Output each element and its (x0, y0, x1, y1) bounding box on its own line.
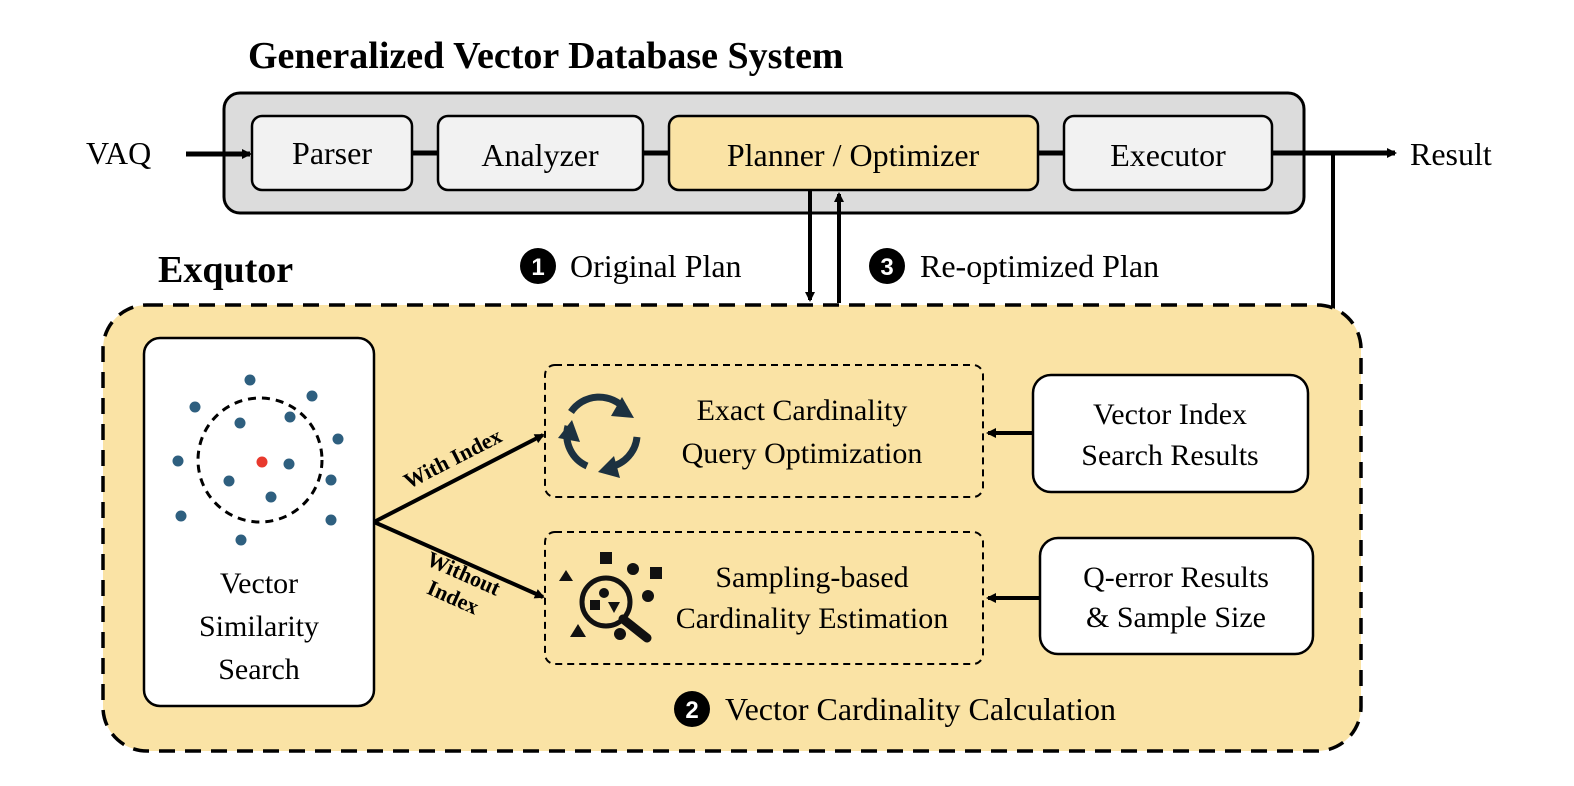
step3-text: Re-optimized Plan (920, 248, 1159, 284)
analyzer-box: Analyzer (436, 114, 645, 192)
output-label: Result (1410, 136, 1492, 172)
executor-box: Executor (1062, 114, 1274, 192)
sampling-card-line1: Sampling-based (715, 561, 908, 594)
analyzer-label: Analyzer (481, 137, 599, 173)
with-index-arrow (373, 433, 545, 524)
without-index-arrow (373, 520, 545, 599)
similarity-line2: Similarity (199, 610, 319, 643)
sampling-card-line2: Cardinality Estimation (676, 602, 948, 635)
step3-number: 3 (880, 254, 893, 281)
sampling-magnifier-icon (559, 552, 662, 643)
parser-label: Parser (292, 135, 372, 171)
sampling-cardinality-box: Sampling-based Cardinality Estimation (544, 531, 984, 665)
diagram-title: Generalized Vector Database System (248, 35, 844, 77)
planner-box: Planner / Optimizer (667, 114, 1040, 192)
qerror-results-line1: Q-error Results (1083, 561, 1269, 594)
exqutor-title: Exqutor (158, 249, 293, 291)
qerror-results-line2: & Sample Size (1086, 601, 1266, 634)
step1-number: 1 (531, 254, 544, 281)
step1-text: Original Plan (570, 248, 742, 284)
step2-label: 2 Vector Cardinality Calculation (674, 691, 1116, 727)
parser-box: Parser (250, 114, 414, 192)
similarity-search-card: Vector Similarity Search (142, 336, 376, 708)
qerror-results-card: Q-error Results & Sample Size (1038, 536, 1315, 656)
similarity-line3: Search (218, 653, 300, 686)
step2-number: 2 (685, 697, 698, 724)
executor-label: Executor (1110, 137, 1226, 173)
step3-label: 3 Re-optimized Plan (869, 248, 1159, 284)
exact-card-line2: Query Optimization (682, 437, 923, 470)
query-point (256, 456, 268, 468)
exact-cardinality-box: Exact Cardinality Query Optimization (544, 364, 984, 498)
vector-points (172, 374, 344, 546)
similarity-line1: Vector (220, 567, 298, 600)
step2-text: Vector Cardinality Calculation (725, 691, 1116, 727)
index-results-line2: Search Results (1081, 439, 1258, 472)
exact-card-line1: Exact Cardinality (697, 394, 908, 427)
index-results-card: Vector Index Search Results (1031, 373, 1310, 494)
recycle-icon-arrowheads (558, 397, 634, 478)
planner-label: Planner / Optimizer (727, 137, 980, 173)
step1-label: 1 Original Plan (520, 248, 742, 284)
search-radius-circle (196, 396, 324, 524)
input-label: VAQ (86, 135, 151, 171)
index-results-line1: Vector Index (1093, 398, 1247, 431)
